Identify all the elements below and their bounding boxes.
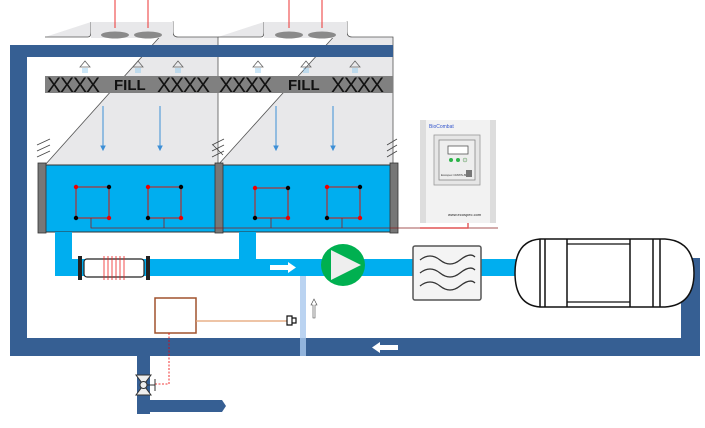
basin-post xyxy=(37,162,47,234)
controller-model: Ecospec CMWS-80 xyxy=(441,173,468,177)
fill-label: FILL xyxy=(114,77,146,94)
bypass-pipe xyxy=(300,276,306,356)
water-flow-arrows xyxy=(100,106,336,152)
status-led xyxy=(456,158,460,162)
cooling-tower-right xyxy=(217,0,394,166)
storage-tank xyxy=(514,238,695,308)
cold-water-basin xyxy=(37,162,399,234)
fill-pattern-text: XXXX xyxy=(219,74,272,97)
fill-pattern-text: XXXX xyxy=(157,74,210,97)
sensor-controller-box xyxy=(154,297,197,334)
sensor-probe-icon xyxy=(286,315,297,326)
fan-blade-icon xyxy=(101,31,129,39)
fill-pattern-text: XXXX xyxy=(331,74,384,97)
fill-pattern-text: XXXX xyxy=(47,74,100,97)
controller-panel: BioCombat Ecospec CMWS-80 www.ecospec.co… xyxy=(420,120,496,223)
filter-unit xyxy=(412,245,482,301)
flow-arrow-left-icon xyxy=(372,342,398,353)
cooling-tower-left xyxy=(44,0,219,166)
fill-label: FILL xyxy=(288,77,320,94)
spray-nozzles xyxy=(79,60,361,73)
fan-blade-icon xyxy=(308,31,336,39)
status-led xyxy=(449,158,453,162)
drain-valve-icon xyxy=(135,374,156,396)
control-signal-line xyxy=(155,333,170,385)
basin-post xyxy=(389,162,399,234)
flow-arrow-right-icon xyxy=(270,262,296,273)
controller-graphic: BioCombat Ecospec CMWS-80 www.ecospec.co… xyxy=(429,124,482,217)
logo-icon xyxy=(466,170,472,177)
air-inlet-louvers xyxy=(36,138,398,158)
electrode-coils xyxy=(73,184,498,229)
circulation-pump xyxy=(321,244,365,286)
flow-arrow-up-icon xyxy=(310,298,318,319)
status-led xyxy=(462,157,468,163)
inline-coil-device xyxy=(78,256,150,280)
fan-blade-icon xyxy=(134,31,162,39)
controller-url: www.ecospec.com xyxy=(448,212,482,217)
controller-brand: BioCombat xyxy=(429,124,454,130)
fan-blade-icon xyxy=(275,31,303,39)
basin-post xyxy=(214,162,224,234)
controller-display xyxy=(447,145,469,155)
fill-media: XXXX FILL XXXX XXXX FILL XXXX xyxy=(45,74,393,97)
